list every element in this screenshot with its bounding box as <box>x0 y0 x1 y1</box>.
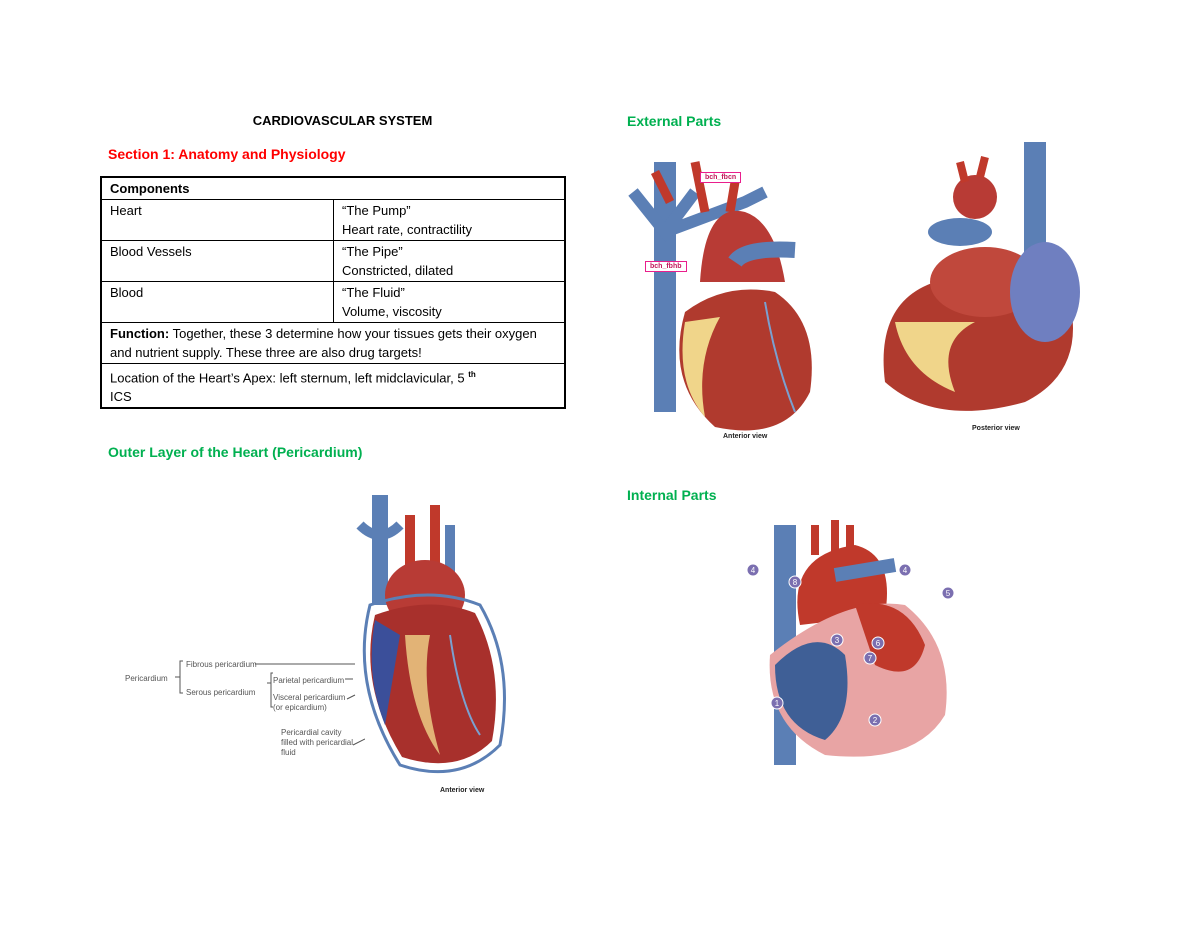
external-tag-2: bch_fbhb <box>645 261 687 272</box>
label-parietal: Parietal pericardium <box>273 676 345 685</box>
detail: Volume, viscosity <box>342 304 442 319</box>
table-header: Components <box>100 176 566 200</box>
marker-number: 2 <box>873 716 878 725</box>
nickname: “The Pipe” <box>342 244 403 259</box>
pericardium-leader-lines <box>175 660 365 746</box>
external-anterior-heart-illustration <box>628 161 812 431</box>
document-title: CARDIOVASCULAR SYSTEM <box>252 113 433 128</box>
component-desc: “The Pump” Heart rate, contractility <box>333 199 566 241</box>
table-row: Heart “The Pump” Heart rate, contractilit… <box>100 199 566 241</box>
marker-circle <box>788 575 802 589</box>
table-row: Blood Vessels “The Pipe” Constricted, dil… <box>100 240 566 282</box>
component-desc: “The Fluid” Volume, viscosity <box>333 281 566 323</box>
location-text: Location of the Heart’s Apex: left stern… <box>110 370 465 386</box>
marker-circle <box>746 563 760 577</box>
label-fibrous: Fibrous pericardium <box>186 660 257 669</box>
detail: Heart rate, contractility <box>342 222 473 237</box>
marker-circle <box>871 636 885 650</box>
caption-anterior: Anterior view <box>723 433 768 440</box>
marker-circle <box>863 651 877 665</box>
location-sup: th <box>468 370 476 379</box>
internal-parts-heading: Internal Parts <box>627 487 717 503</box>
marker-circle <box>898 563 912 577</box>
component-name: Heart <box>100 199 334 241</box>
detail: Constricted, dilated <box>342 263 454 278</box>
function-text: Together, these 3 determine how your tis… <box>110 326 537 360</box>
marker-number: 8 <box>793 578 798 587</box>
external-parts-heading: External Parts <box>627 113 722 129</box>
location-end: ICS <box>110 389 132 405</box>
nickname: “The Fluid” <box>342 285 405 300</box>
caption-anterior-pericardium: Anterior view <box>440 787 485 794</box>
label-visceral-2: (or epicardium) <box>273 703 327 712</box>
label-cavity-2: filled with pericardial <box>281 738 354 747</box>
label-pericardium: Pericardium <box>125 674 168 683</box>
marker-number: 1 <box>775 699 780 708</box>
marker-number: 6 <box>876 639 881 648</box>
function-label: Function: <box>110 326 170 341</box>
function-row: Function: Together, these 3 determine ho… <box>100 322 566 364</box>
marker-circle <box>830 633 844 647</box>
marker-number: 4 <box>903 566 908 575</box>
external-posterior-heart-illustration <box>883 142 1080 411</box>
marker-circle <box>770 696 784 710</box>
marker-number: 5 <box>946 589 951 598</box>
component-name: Blood Vessels <box>100 240 334 282</box>
component-name: Blood <box>100 281 334 323</box>
pericardium-heart-illustration <box>356 495 506 774</box>
location-row: Location of the Heart’s Apex: left stern… <box>100 363 566 409</box>
marker-number: 3 <box>835 636 840 645</box>
nickname: “The Pump” <box>342 203 411 218</box>
marker-number: 4 <box>751 566 756 575</box>
table-row: Blood “The Fluid” Volume, viscosity <box>100 281 566 323</box>
marker-circle <box>941 586 955 600</box>
marker-number: 7 <box>868 654 873 663</box>
outer-layer-heading: Outer Layer of the Heart (Pericardium) <box>108 444 363 460</box>
label-visceral: Visceral pericardium <box>273 693 346 702</box>
caption-posterior: Posterior view <box>972 425 1020 432</box>
label-cavity-1: Pericardial cavity <box>281 728 342 737</box>
section-heading: Section 1: Anatomy and Physiology <box>108 146 346 162</box>
internal-heart-illustration: 1 2 3 4 4 5 67 8 <box>746 520 955 765</box>
marker-circle <box>868 713 882 727</box>
components-table: Components Heart “The Pump” Heart rate, c… <box>100 176 566 410</box>
component-desc: “The Pipe” Constricted, dilated <box>333 240 566 282</box>
label-serous: Serous pericardium <box>186 688 256 697</box>
external-tag-1: bch_fbcn <box>700 172 742 183</box>
label-cavity-3: fluid <box>281 748 296 757</box>
